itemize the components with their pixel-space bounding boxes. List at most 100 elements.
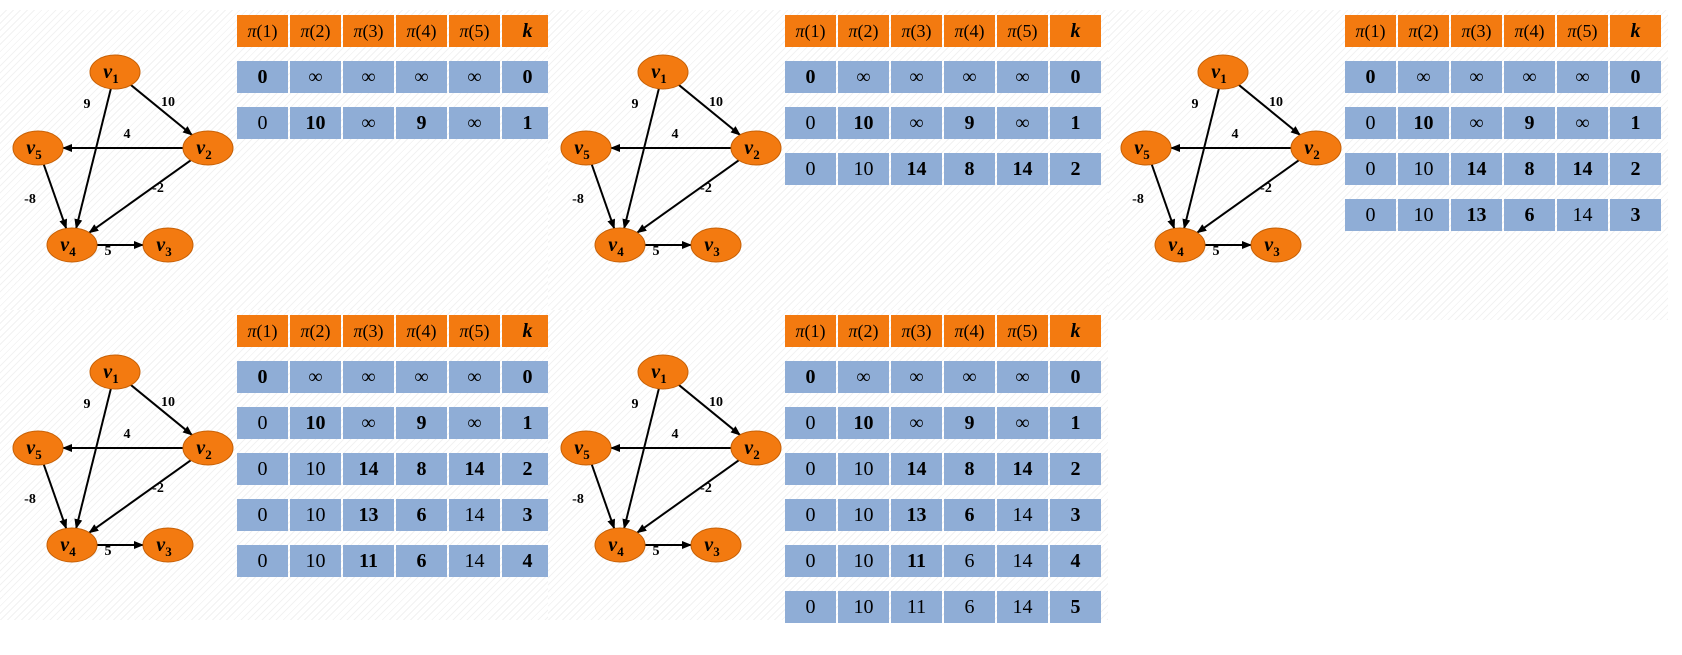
node-label: v4 <box>60 534 76 559</box>
header-index: (2) <box>309 20 331 41</box>
pi-symbol: π <box>795 320 805 341</box>
edge-v1-v4 <box>74 388 112 530</box>
distance-cell: 9 <box>944 107 995 139</box>
node-ellipse <box>12 430 64 466</box>
header-k: k <box>1070 19 1081 42</box>
node-v2: v2 <box>182 130 234 166</box>
node-label: v3 <box>156 234 172 259</box>
edge-weight-label: 4 <box>672 427 679 442</box>
node-label: v2 <box>744 437 759 462</box>
header-cell: π(2) <box>838 315 889 347</box>
spacer-cell <box>785 139 1101 153</box>
distance-cell: 13 <box>343 499 394 531</box>
node-v4: v4 <box>1154 227 1206 263</box>
pi-symbol: π <box>459 320 469 341</box>
edge-v1-v2 <box>678 384 741 436</box>
distance-cell: ∞ <box>891 107 942 139</box>
distance-cell: ∞ <box>290 361 341 393</box>
header-index: (1) <box>804 20 826 41</box>
header-index: (2) <box>309 320 331 341</box>
spacer-cell <box>237 93 553 107</box>
node-ellipse <box>89 54 141 90</box>
distance-cell: ∞ <box>838 61 889 93</box>
distance-cell: ∞ <box>343 361 394 393</box>
pi-symbol: π <box>1408 20 1418 41</box>
iteration-cell: 4 <box>1050 545 1101 577</box>
distance-cell: 8 <box>944 153 995 185</box>
spacer-cell <box>1345 185 1661 199</box>
header-k: k <box>522 19 533 42</box>
edge-weight-label: 10 <box>709 95 723 110</box>
edge-v1-v2 <box>1238 84 1301 136</box>
iteration-cell: 0 <box>1610 61 1661 93</box>
header-cell: k <box>502 15 553 47</box>
node-ellipse <box>637 54 689 90</box>
header-cell: π(5) <box>997 15 1048 47</box>
edge-weight-label: 9 <box>84 97 91 112</box>
row-spacer <box>785 439 1101 453</box>
spacer-cell <box>1345 139 1661 153</box>
header-index: (1) <box>804 320 826 341</box>
header-cell: π(5) <box>1557 15 1608 47</box>
header-index: (1) <box>1364 20 1386 41</box>
edge-weight-label: 9 <box>632 97 639 112</box>
edge-v1-v2 <box>130 84 193 136</box>
node-label: v1 <box>103 361 118 386</box>
header-cell: π(1) <box>785 15 836 47</box>
distance-cell: 6 <box>396 499 447 531</box>
spacer-cell <box>785 577 1101 591</box>
spacer-cell <box>237 347 553 361</box>
header-cell: π(2) <box>290 15 341 47</box>
node-v1: v1 <box>1197 54 1249 90</box>
edge-weight-label: 4 <box>124 127 131 142</box>
node-ellipse <box>730 430 782 466</box>
pi-symbol: π <box>848 20 858 41</box>
header-cell: k <box>1610 15 1661 47</box>
node-label: v4 <box>608 234 624 259</box>
node-ellipse <box>142 527 194 563</box>
distance-cell: 14 <box>1451 153 1502 185</box>
row-spacer <box>237 485 553 499</box>
node-v2: v2 <box>182 430 234 466</box>
spacer-cell <box>785 347 1101 361</box>
edge-v2-v4 <box>636 459 740 534</box>
table-row: 0∞∞∞∞0 <box>785 61 1101 93</box>
distance-cell: 0 <box>785 107 836 139</box>
edge-weight-label: 10 <box>1269 95 1283 110</box>
distance-cell: 14 <box>449 453 500 485</box>
edge-v1-v2 <box>678 84 741 136</box>
pi-symbol: π <box>848 320 858 341</box>
distance-cell: 0 <box>1345 153 1396 185</box>
row-spacer <box>785 47 1101 61</box>
node-label: v4 <box>608 534 624 559</box>
iteration-cell: 2 <box>502 453 553 485</box>
pi-symbol: π <box>406 20 416 41</box>
node-v5: v5 <box>1120 130 1172 166</box>
distance-cell: 14 <box>997 453 1048 485</box>
spacer-cell <box>785 393 1101 407</box>
pi-symbol: π <box>353 320 363 341</box>
distance-cell: 9 <box>396 407 447 439</box>
spacer-cell <box>237 393 553 407</box>
node-v3: v3 <box>690 227 742 263</box>
distance-cell: 0 <box>237 407 288 439</box>
pi-symbol: π <box>901 320 911 341</box>
node-label: v5 <box>1134 137 1150 162</box>
header-index: (5) <box>468 320 490 341</box>
row-spacer <box>237 531 553 545</box>
edge-v2-v4 <box>88 459 192 534</box>
pi-symbol: π <box>1355 20 1365 41</box>
header-index: (2) <box>857 20 879 41</box>
distance-cell: 0 <box>237 453 288 485</box>
distance-cell: ∞ <box>891 361 942 393</box>
header-cell: π(1) <box>237 15 288 47</box>
header-index: (2) <box>1417 20 1439 41</box>
distance-cell: 0 <box>1345 61 1396 93</box>
